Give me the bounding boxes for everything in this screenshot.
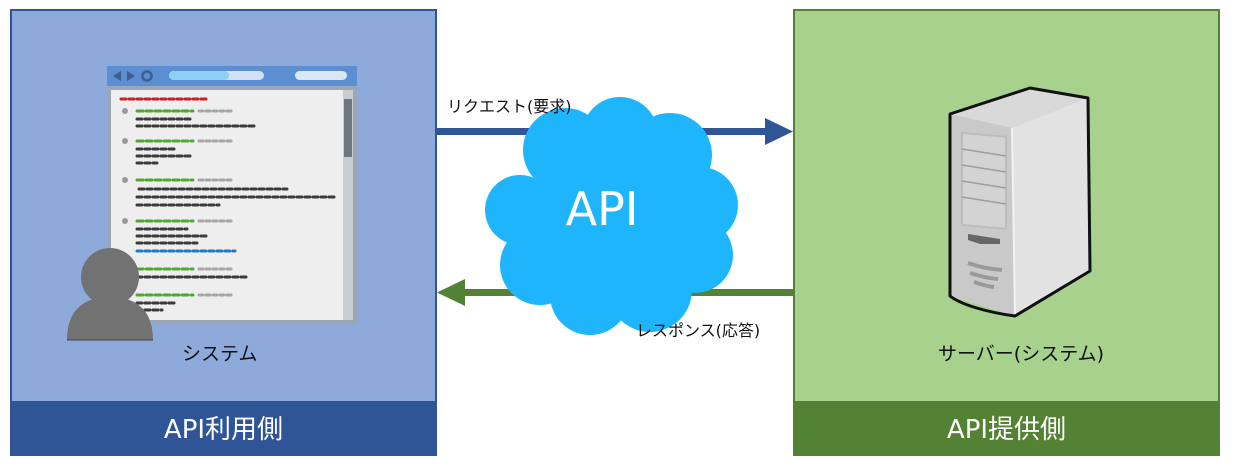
consumer-system-caption: システム (182, 343, 258, 365)
request-label: リクエスト(要求) (447, 97, 572, 116)
page-text-lines (119, 97, 337, 312)
api-consumer-panel: システム API利用側 (10, 9, 437, 456)
user-silhouette-icon (67, 248, 153, 341)
api-cloud-label: API (565, 182, 639, 236)
response-label: レスポンス(応答) (636, 321, 761, 340)
provider-footer-label: API提供側 (795, 401, 1218, 454)
api-cloud-icon (485, 97, 738, 335)
consumer-footer-label: API利用側 (12, 401, 435, 454)
api-provider-panel: サーバー(システム) API提供側 (793, 9, 1220, 456)
browser-window-icon (107, 66, 357, 324)
server-icon (948, 86, 1092, 318)
provider-server-caption: サーバー(システム) (938, 343, 1105, 365)
